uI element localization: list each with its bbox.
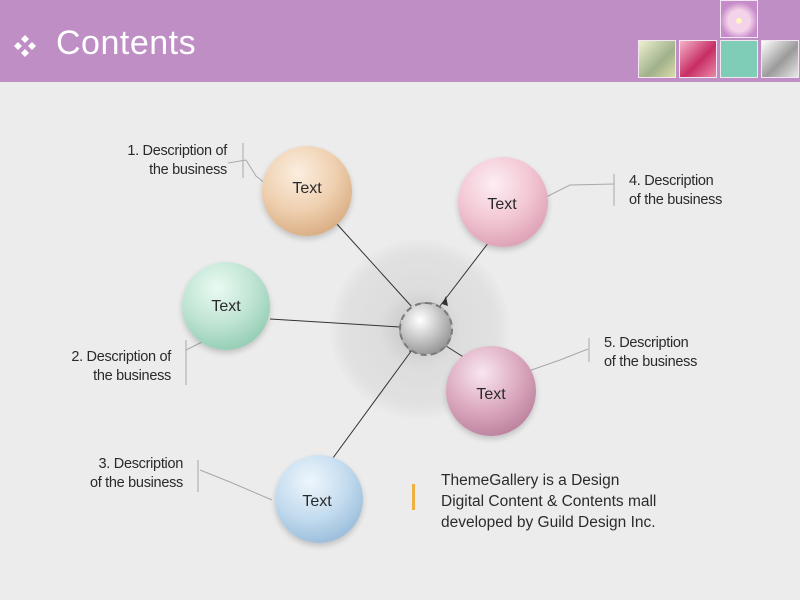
node-ball-4: Text [458,157,548,247]
node-label-1: Text [292,180,322,197]
footer-text: ThemeGallery is a Design Digital Content… [441,472,657,531]
node-description-1: 1. Description of the business [127,143,227,178]
node-ball-3: Text [275,455,363,543]
node-description-4: 4. Description of the business [629,173,723,208]
callout-5 [519,348,589,375]
node-ball-1: Text [262,146,352,236]
callout-3 [199,469,273,501]
page-title: Contents [56,24,197,62]
phone-thumbnail [761,40,799,78]
node-description-5: 5. Description of the business [604,335,698,370]
node-ball-2: Text [182,262,270,350]
pink-objects-thumbnail [679,40,717,78]
teal-swatch-thumbnail [720,40,758,78]
node-ball-5: Text [446,346,536,436]
node-label-3: Text [302,493,332,510]
callout-1 [227,159,267,185]
node-label-4: Text [487,196,517,213]
spoke-1 [335,222,423,319]
node-description-2: 2. Description of the business [71,349,171,384]
node-label-2: Text [211,298,241,315]
spoke-2 [269,318,401,328]
node-label-5: Text [476,386,506,403]
footer-accent-bar [412,484,415,510]
spoke-4 [439,237,493,307]
four-diamond-cross-icon [14,35,36,57]
arrowhead-4 [442,296,448,306]
flower-thumbnail [720,0,758,38]
center-hub-sphere [399,302,453,356]
header-bar: Contents [0,0,800,82]
node-description-3: 3. Description of the business [89,456,183,491]
glass-thumbnail [638,40,676,78]
spoke-3 [329,349,413,463]
